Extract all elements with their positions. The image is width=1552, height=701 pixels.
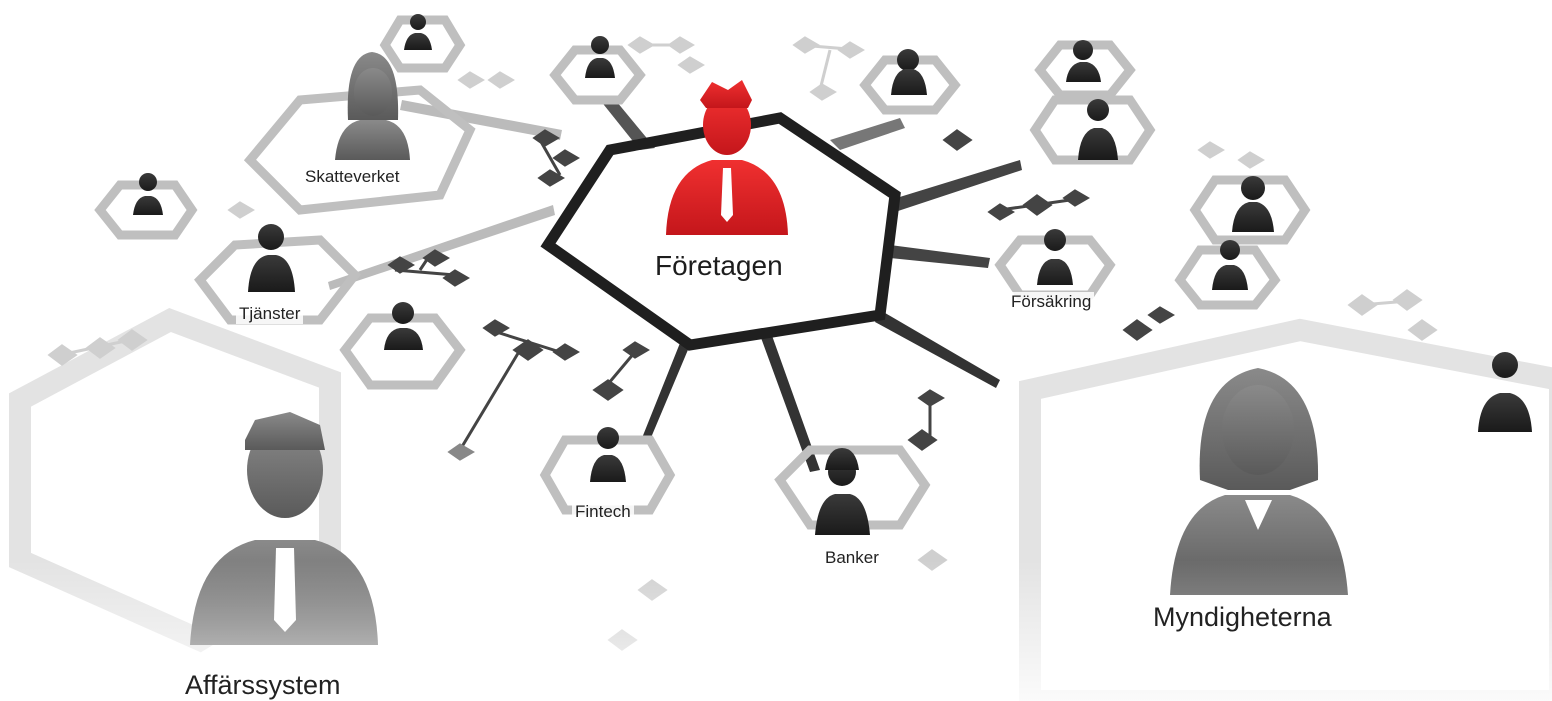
small-person-icons (133, 14, 1532, 535)
molecule-icon (387, 129, 1175, 461)
connector-lines (328, 96, 1022, 472)
person-female-icon (815, 448, 870, 535)
label-affarssystem: Affärssystem (182, 670, 344, 701)
person-icon (1212, 240, 1248, 290)
label-fintech: Fintech (572, 502, 634, 522)
label-skatteverket: Skatteverket (302, 167, 403, 187)
hub-hexagon (540, 112, 901, 351)
person-icon (248, 224, 295, 292)
person-icon (133, 173, 163, 215)
person-icon (1078, 99, 1118, 160)
label-forsakring: Försäkring (1008, 292, 1095, 312)
person-female-icon (891, 49, 927, 95)
tie-icon (721, 168, 733, 222)
person-icon (1037, 229, 1073, 285)
person-icon (1066, 40, 1101, 82)
person-icon (1478, 352, 1532, 432)
person-female-icon (1232, 176, 1274, 232)
label-tjanster: Tjänster (236, 304, 304, 324)
person-icon (585, 36, 615, 78)
person-icon (384, 302, 423, 350)
label-center: Företagen (655, 250, 783, 281)
label-banker: Banker (822, 548, 882, 568)
person-icon (590, 427, 626, 482)
label-myndigheterna: Myndigheterna (1150, 602, 1335, 634)
collar-icon (1245, 500, 1272, 530)
skatteverket-person-icon (335, 52, 410, 160)
person-icon (404, 14, 432, 50)
